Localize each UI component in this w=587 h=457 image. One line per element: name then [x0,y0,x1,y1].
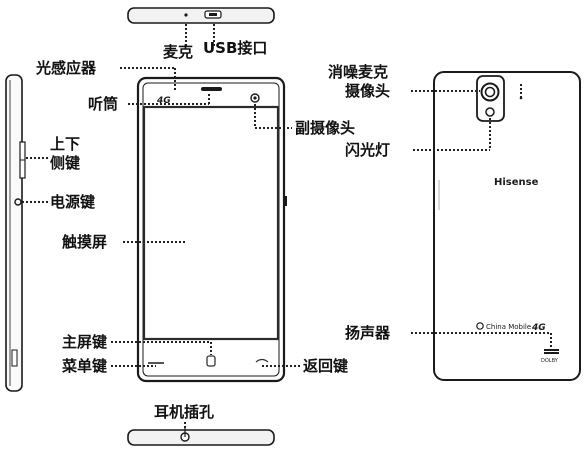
label-mic: 麦克 [163,43,194,61]
side-view [5,74,26,392]
label-back-key: 返回键 [303,357,349,375]
carrier-logo-text: China Mobile [486,323,531,331]
brand-logo: Hisense [494,177,539,188]
noise-cancel-mic-hole [519,96,523,100]
earpiece [201,87,222,91]
label-speaker: 扬声器 [345,324,391,342]
front-4g-badge: 4G [156,96,171,106]
top-edge-view [127,7,275,24]
flash-lens [485,107,495,117]
label-volume-keys-line2: 侧键 [50,154,81,172]
label-usb: USB接口 [203,39,268,57]
back-4g-badge: 4G [531,323,546,333]
label-touch-screen: 触摸屏 [62,233,108,251]
screen-area [142,105,280,341]
dolby-logo: DOLBY [541,358,559,364]
menu-key-mark [148,362,164,364]
label-front-camera: 副摄像头 [295,119,356,137]
label-power-key: 电源键 [50,193,96,211]
home-key-mark [206,355,216,367]
power-button [14,198,22,206]
label-rear-camera: 摄像头 [345,82,391,100]
label-receiver: 听筒 [88,95,119,113]
label-light-sensor: 光感应器 [36,59,97,77]
label-volume-keys-line1: 上下 [50,135,81,153]
carrier-logo-mark [476,322,484,330]
label-earphone-jack: 耳机插孔 [154,403,215,421]
label-home-key: 主屏键 [62,333,108,351]
back-key-mark [255,358,269,363]
speaker-grille [544,349,559,351]
bottom-edge-view [127,428,275,446]
top-mic-hole [184,13,188,17]
label-noise-cancel-mic: 消噪麦克 [328,63,389,81]
leader-lines [22,24,552,430]
front-view: 4G [136,76,287,383]
label-menu-key: 菜单键 [62,357,108,375]
label-flash: 闪光灯 [345,141,391,159]
